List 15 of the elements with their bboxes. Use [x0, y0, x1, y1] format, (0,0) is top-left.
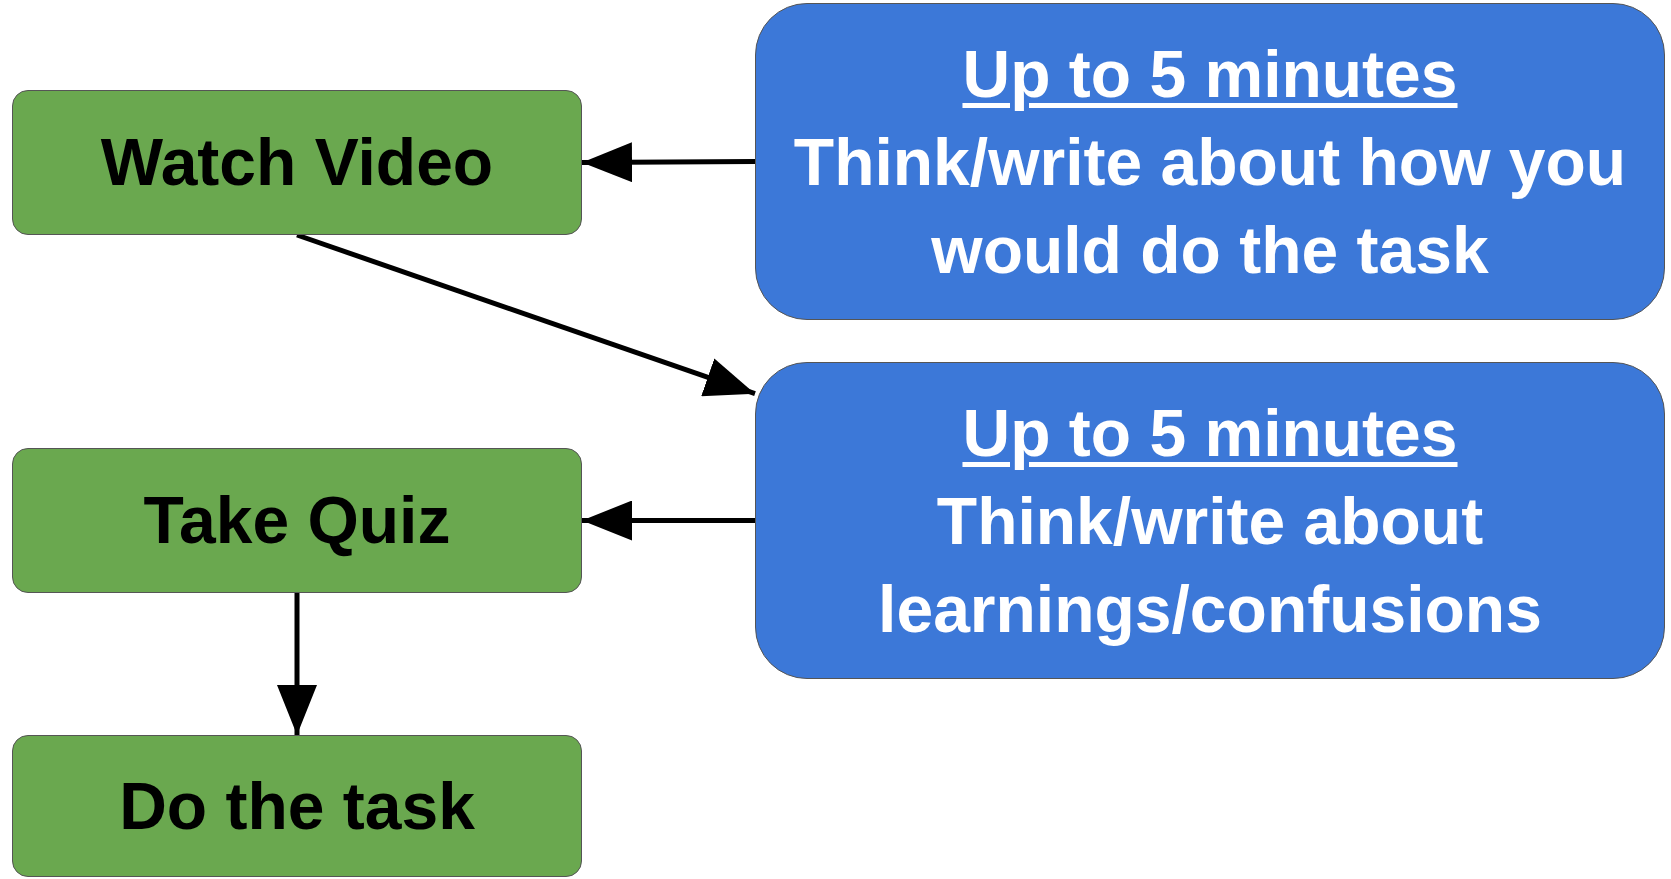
step-label: Do the task [119, 769, 475, 843]
process-box [12, 448, 582, 593]
process-box [755, 362, 1665, 679]
process-box [755, 3, 1665, 320]
arrow [582, 500, 755, 541]
arrow [582, 142, 755, 183]
time-heading: Up to 5 minutes [962, 35, 1458, 113]
process-box [12, 735, 582, 877]
step-label: Take Quiz [143, 484, 451, 557]
arrow [277, 593, 317, 735]
step-label: Watch Video [100, 126, 494, 199]
instruction-text: Think/write about how you would do the task [792, 123, 1628, 289]
process-box [12, 90, 582, 235]
instruction-text: Think/write about learnings/confusions [877, 482, 1543, 648]
time-heading: Up to 5 minutes [962, 394, 1458, 472]
